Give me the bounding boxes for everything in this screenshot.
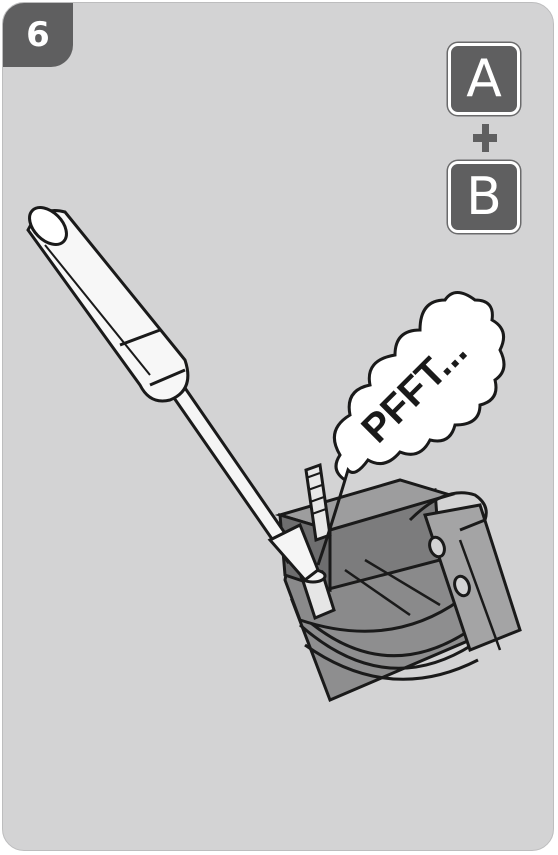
screwdriver-illustration bbox=[26, 206, 320, 583]
step-number: 6 bbox=[3, 3, 73, 67]
badge-b: B bbox=[448, 161, 520, 233]
badge-a: A bbox=[448, 43, 520, 115]
tank-illustration bbox=[274, 462, 522, 702]
plus-icon bbox=[473, 124, 497, 152]
